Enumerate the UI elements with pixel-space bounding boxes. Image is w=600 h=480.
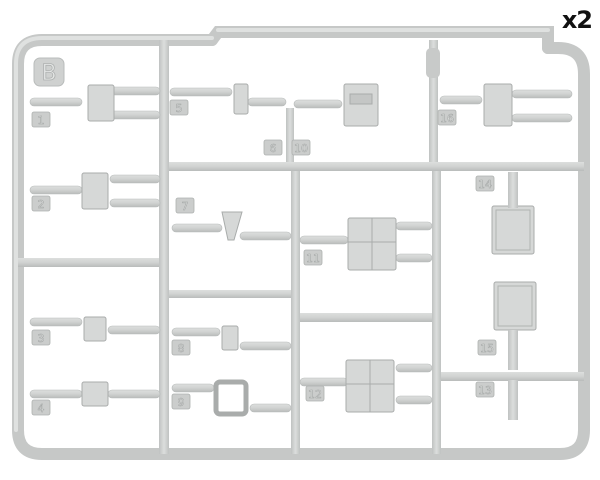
inner-runners	[18, 40, 584, 454]
part-number: 6	[270, 142, 277, 155]
part-number-tag: 11	[303, 249, 323, 266]
part-number-tag: 10	[291, 139, 311, 156]
part-number-tag: 3	[31, 329, 51, 346]
sprue-letter-tag: B	[33, 57, 65, 87]
part-15	[493, 281, 537, 331]
part-number: 5	[176, 102, 183, 115]
part-number: 16	[440, 112, 454, 125]
part-number: 9	[178, 396, 185, 409]
part-4	[81, 381, 109, 407]
part-7	[221, 211, 243, 241]
part-number-tag: 2	[31, 195, 51, 212]
part-number-tag: 1	[31, 111, 51, 128]
part-number: 2	[38, 198, 45, 211]
part-1	[87, 84, 115, 122]
part-5	[233, 83, 249, 115]
part-upper-right	[483, 83, 513, 127]
parts-layer	[29, 83, 573, 420]
part-11	[347, 217, 397, 271]
quantity-marker: x2	[561, 6, 593, 34]
part-number: 1	[38, 114, 45, 127]
part-number-tag: 5	[169, 99, 189, 116]
part-6	[343, 83, 379, 127]
part-number-tag: 8	[171, 339, 191, 356]
part-number: 12	[308, 388, 322, 401]
part-number-tag: 7	[175, 197, 195, 214]
part-number-tag: 16	[437, 109, 457, 126]
part-8	[221, 325, 239, 351]
part-9	[213, 379, 249, 417]
svg-text:B: B	[41, 61, 56, 86]
part-2	[81, 172, 109, 210]
part-14	[491, 205, 535, 255]
part-number-tag: 15	[477, 339, 497, 356]
part-number-tag: 13	[475, 381, 495, 398]
part-number: 3	[38, 332, 45, 345]
part-number-tag: 4	[31, 399, 51, 416]
part-number-tag: 6	[263, 139, 283, 156]
part-number: 10	[294, 142, 308, 155]
part-number-tag: 14	[475, 175, 495, 192]
part-number-tag: 12	[305, 385, 325, 402]
part-number: 7	[182, 200, 189, 213]
part-number: 14	[478, 178, 492, 191]
part-number: 4	[38, 402, 45, 415]
part-12	[345, 359, 395, 413]
part-number: 11	[306, 252, 320, 265]
part-number: 8	[178, 342, 185, 355]
part-number: 13	[478, 384, 492, 397]
part-number: 15	[480, 342, 494, 355]
part-3	[83, 316, 107, 342]
part-number-tag: 9	[171, 393, 191, 410]
